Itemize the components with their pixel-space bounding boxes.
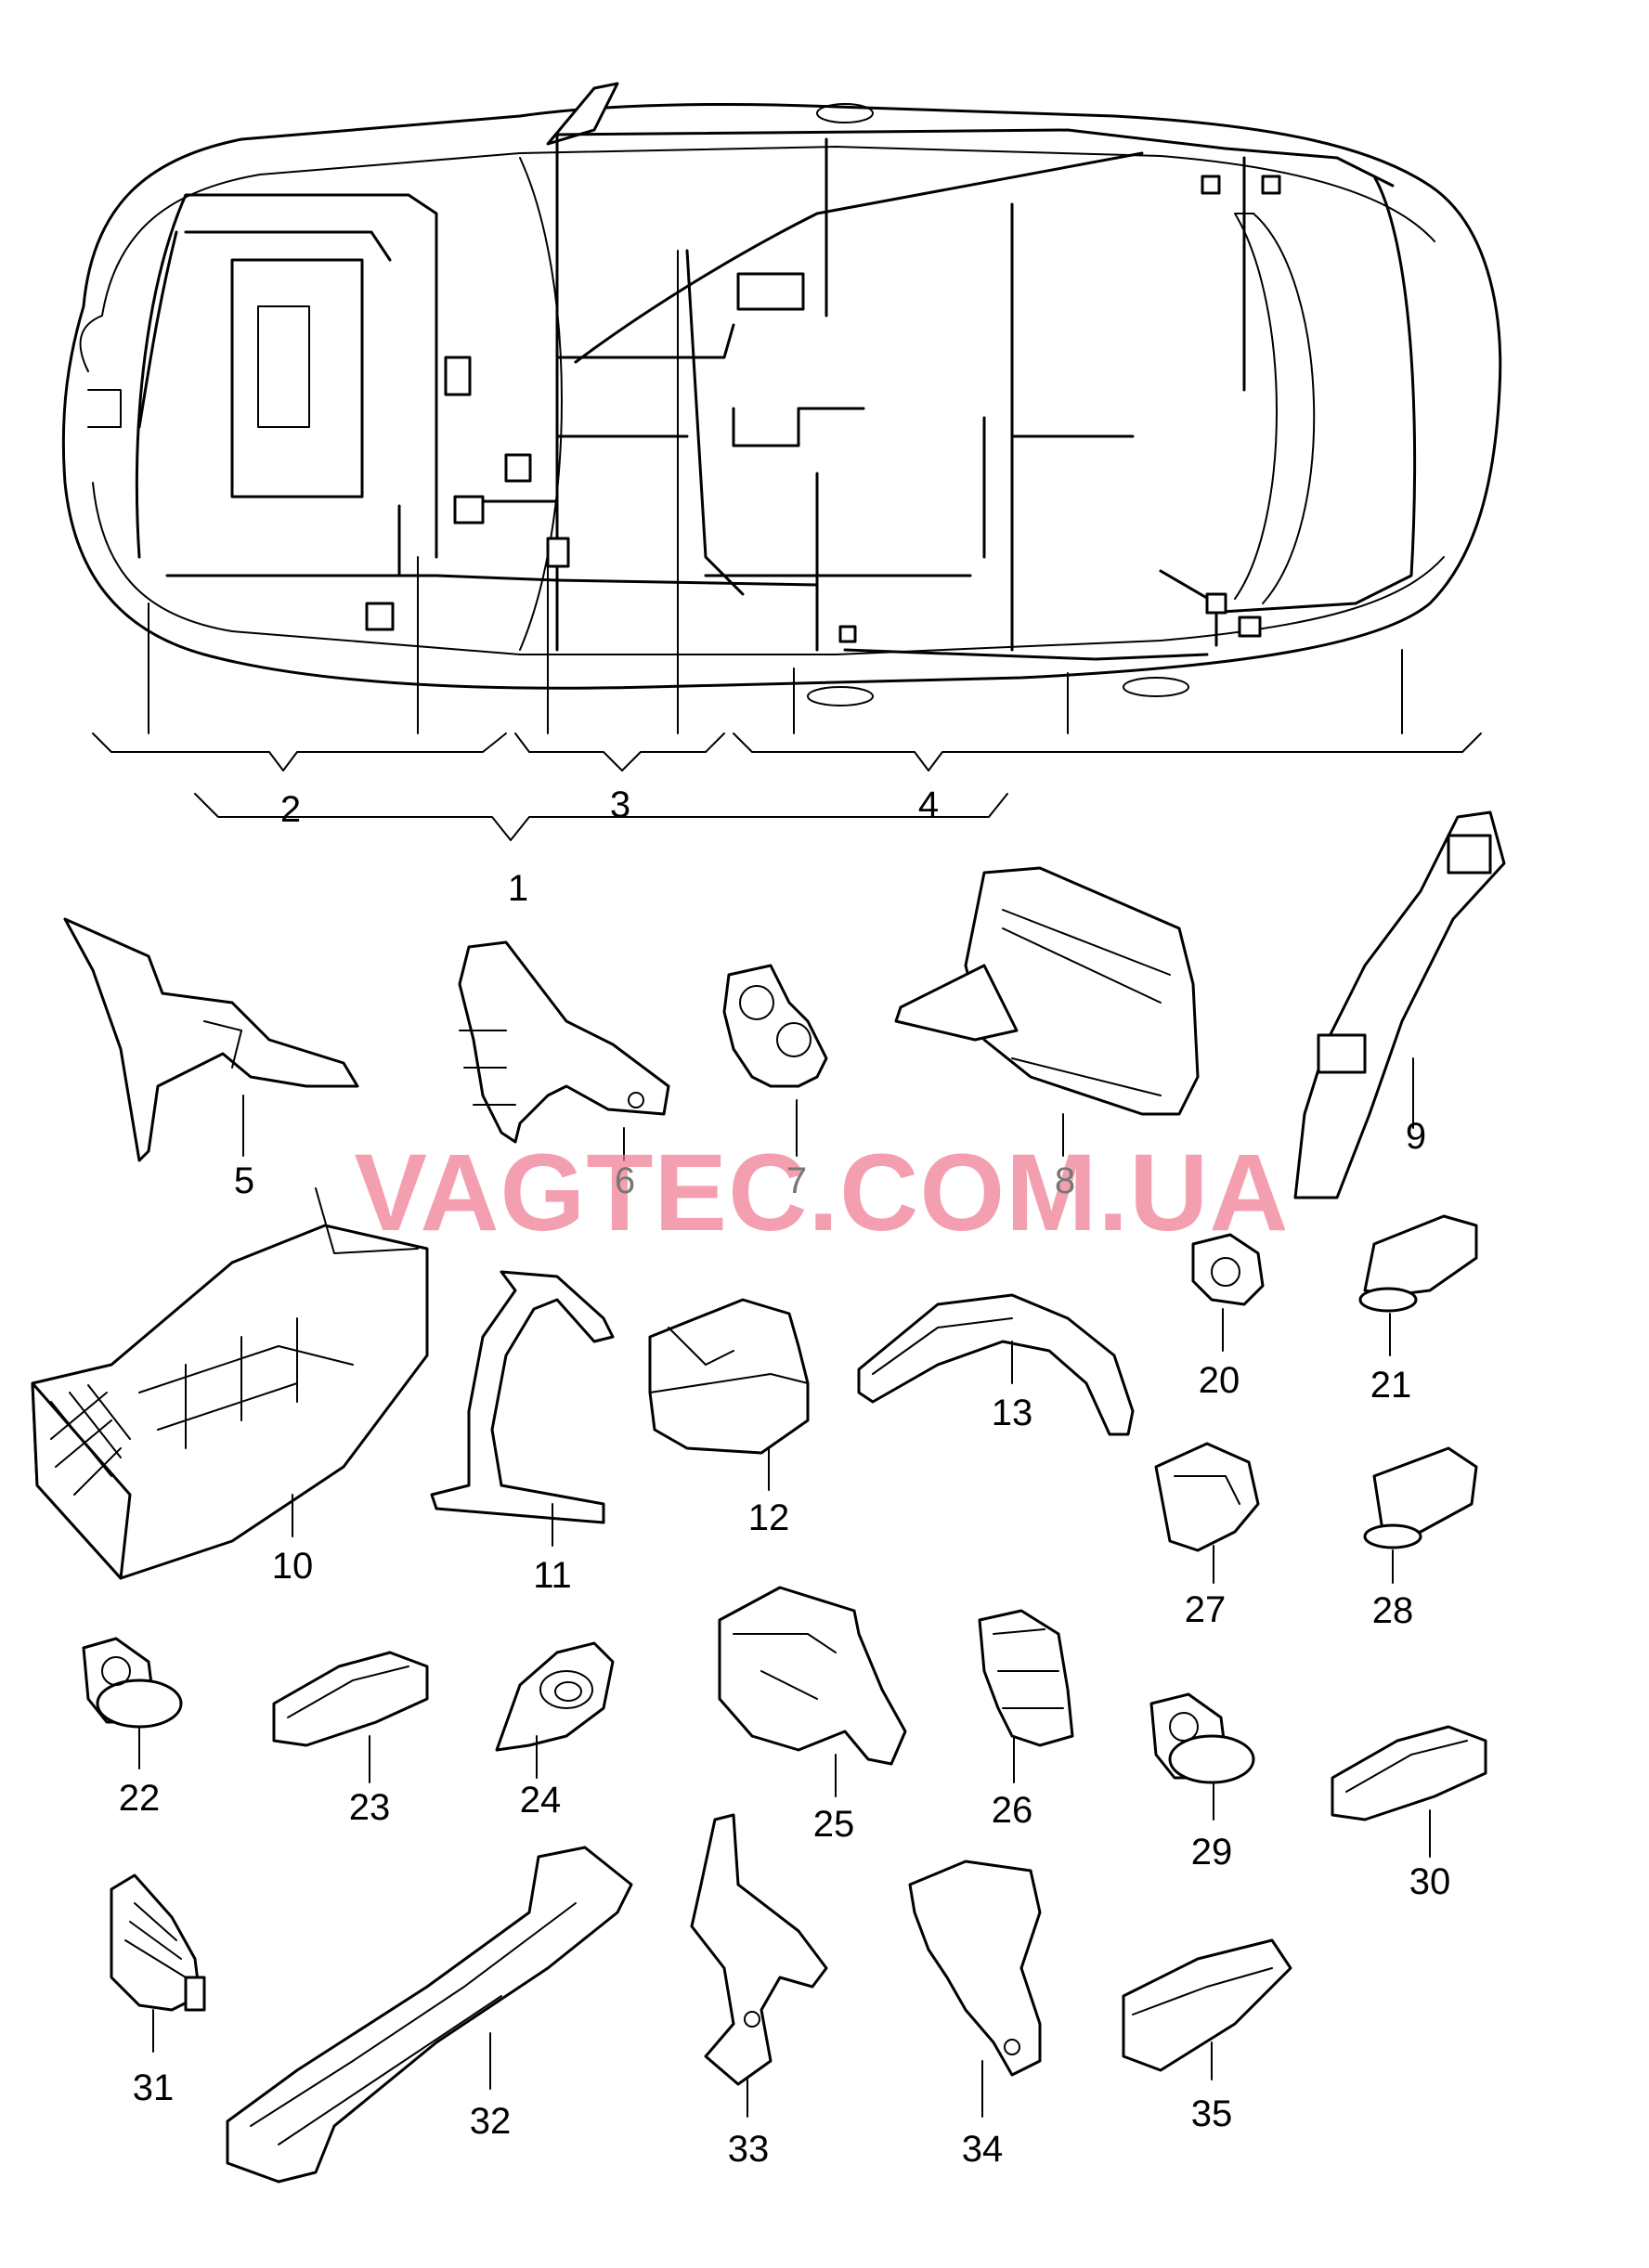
part-20-clip <box>1191 1233 1265 1352</box>
callout-1: 1 <box>508 868 528 909</box>
part-30-clip <box>1331 1725 1487 1858</box>
callout-9: 9 <box>1406 1116 1426 1157</box>
callout-7: 7 <box>786 1160 807 1201</box>
part-35-clip <box>1122 1938 1292 2080</box>
callout-11: 11 <box>533 1555 572 1596</box>
part-11-strap <box>430 1270 615 1547</box>
callout-28: 28 <box>1372 1590 1414 1631</box>
part-31-cable-tie <box>110 1873 206 2053</box>
watermark-text: VAGTEC.COM.UA <box>354 1132 1289 1254</box>
part-12-cover <box>648 1298 810 1491</box>
part-8-grommet-plate <box>894 866 1200 1157</box>
callout-22: 22 <box>119 1778 161 1819</box>
callout-33: 33 <box>728 2129 770 2170</box>
callout-26: 26 <box>992 1790 1033 1831</box>
group-brackets <box>92 732 1482 841</box>
part-5-bracket <box>63 917 359 1162</box>
callout-5: 5 <box>234 1160 254 1201</box>
callout-20: 20 <box>1199 1360 1240 1401</box>
part-6-bracket <box>458 940 670 1161</box>
part-13-channel <box>857 1293 1135 1436</box>
part-7-clip <box>722 964 828 1157</box>
callout-6: 6 <box>615 1160 635 1201</box>
part-28-clip <box>1363 1446 1478 1584</box>
callout-27: 27 <box>1185 1589 1227 1630</box>
part-9-strap <box>1293 810 1506 1199</box>
callout-12: 12 <box>748 1497 790 1538</box>
callout-21: 21 <box>1370 1365 1412 1406</box>
callout-10: 10 <box>272 1546 314 1587</box>
part-22-clip <box>82 1637 183 1769</box>
callout-3: 3 <box>610 784 630 825</box>
part-32-trough <box>226 1846 633 2184</box>
part-23-clip <box>272 1651 429 1783</box>
callout-31: 31 <box>133 2067 175 2108</box>
callout-25: 25 <box>813 1804 855 1845</box>
callout-30: 30 <box>1409 1861 1451 1902</box>
callout-8: 8 <box>1055 1160 1075 1201</box>
part-10-carrier <box>31 1187 429 1580</box>
callout-34: 34 <box>962 2129 1004 2170</box>
vehicle-wiring-overview <box>61 82 1502 734</box>
callout-32: 32 <box>470 2101 512 2142</box>
part-25-bracket <box>718 1586 907 1797</box>
part-33-bracket <box>690 1813 828 2118</box>
part-24-tape <box>495 1641 615 1779</box>
callout-2: 2 <box>280 789 301 830</box>
callout-24: 24 <box>520 1780 562 1821</box>
part-34-bracket <box>908 1860 1042 2118</box>
callout-labels: 2 3 4 1 5 6 7 8 9 10 11 12 13 20 21 22 2… <box>119 784 1451 2170</box>
callout-23: 23 <box>349 1787 391 1828</box>
callout-29: 29 <box>1191 1832 1233 1873</box>
callout-35: 35 <box>1191 2093 1233 2134</box>
part-29-clip <box>1149 1692 1255 1821</box>
part-21-clip <box>1358 1214 1478 1356</box>
engine-block <box>230 258 364 499</box>
callout-4: 4 <box>918 784 939 825</box>
part-26-bracket <box>978 1609 1074 1783</box>
part-27-clip <box>1154 1442 1260 1584</box>
callout-13: 13 <box>992 1393 1033 1433</box>
